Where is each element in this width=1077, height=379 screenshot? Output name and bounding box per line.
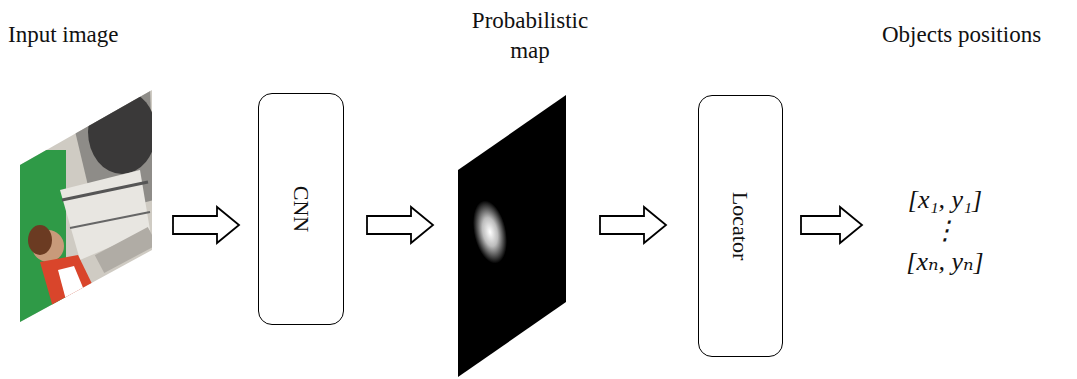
node-body xyxy=(456,92,568,377)
heading-holder: Probabilistic map xyxy=(455,6,605,66)
input-image: Input image xyxy=(18,88,154,323)
probability-map-image xyxy=(458,95,566,377)
node-body: CNN xyxy=(259,94,343,324)
output-text: ⋮ xyxy=(932,215,958,246)
node-body: Locator xyxy=(699,96,782,356)
photo-bar xyxy=(70,212,150,228)
node-body: [x₁, y₁]⋮[xₙ, yₙ] xyxy=(880,172,1010,289)
photo-white xyxy=(58,266,84,300)
heading-label: Input image xyxy=(8,20,178,50)
input-photo xyxy=(18,88,157,325)
probability-blob xyxy=(468,197,513,266)
photo-part xyxy=(95,227,157,273)
output-list: Objects positions[x₁, y₁]⋮[xₙ, yₙ] xyxy=(880,172,1010,289)
box-label: CNN xyxy=(286,186,316,232)
process-box: Locator xyxy=(698,95,783,357)
block-arrow xyxy=(801,207,862,243)
block-arrow xyxy=(173,207,239,243)
photo-red xyxy=(40,255,96,318)
photo-bar xyxy=(62,182,148,200)
block-arrow xyxy=(600,207,666,243)
heading-label: Probabilistic map xyxy=(455,6,605,66)
photo-hair xyxy=(28,225,52,255)
process-box: CNN xyxy=(258,93,344,325)
heading-label: Objects positions xyxy=(882,20,1072,50)
output-text: [x₁, y₁] xyxy=(908,184,982,215)
heading-holder: Input image xyxy=(8,20,178,50)
output-text: [xₙ, yₙ] xyxy=(906,246,983,277)
node-body xyxy=(18,88,154,323)
box-label: Locator xyxy=(726,192,756,260)
probability-map: Probabilistic map xyxy=(456,92,568,377)
photo-jacket xyxy=(88,90,156,174)
block-arrow xyxy=(367,207,433,243)
heading-holder: Objects positions xyxy=(882,20,1072,50)
